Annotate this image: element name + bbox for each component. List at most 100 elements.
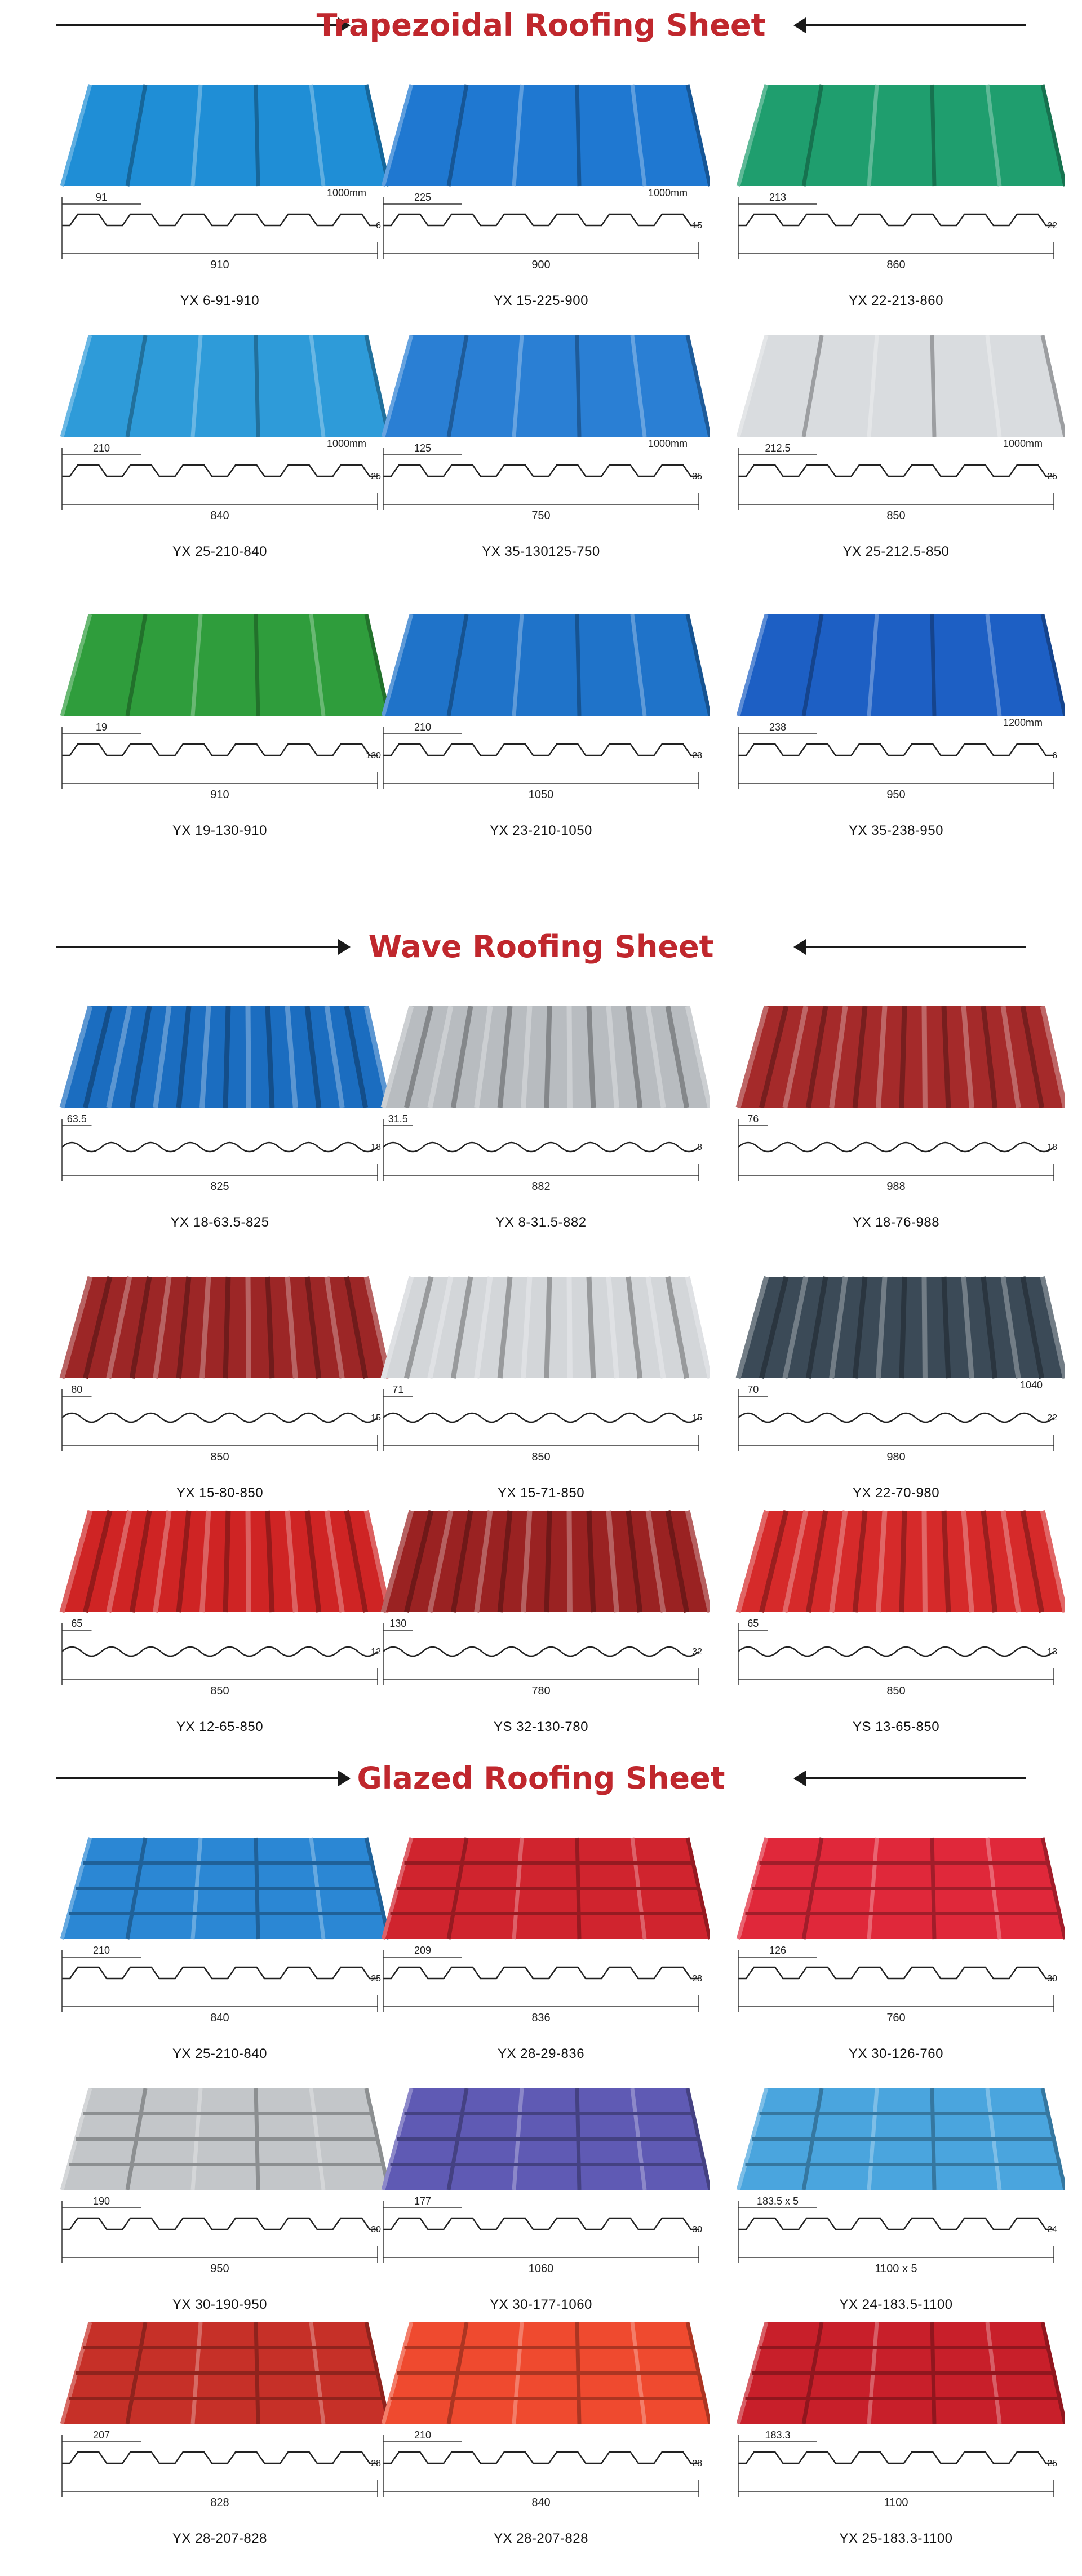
sheet-rib bbox=[665, 1006, 689, 1108]
height-dimension-label: 28 bbox=[692, 1974, 702, 1984]
height-dimension-label: 22 bbox=[1047, 221, 1057, 231]
sheet-rib bbox=[324, 1510, 345, 1613]
cover-width-label: 850 bbox=[886, 1685, 905, 1697]
sheet-rib bbox=[83, 1510, 113, 1613]
pitch-dimension-label: 65 bbox=[747, 1618, 759, 1629]
overall-width-label: 1000mm bbox=[648, 438, 688, 449]
sheet-rib bbox=[59, 1510, 93, 1613]
pitch-dimension-label: 31.5 bbox=[388, 1113, 408, 1125]
sheet-rib bbox=[427, 1276, 454, 1379]
sheet-rib bbox=[626, 1276, 643, 1379]
sheet-rib bbox=[254, 84, 260, 187]
profile-diagram bbox=[383, 2217, 699, 2230]
sheet-panel bbox=[738, 85, 1065, 186]
sheet-rib bbox=[1040, 614, 1065, 716]
cover-width-label: 750 bbox=[531, 510, 550, 522]
sheet-rib bbox=[1040, 1006, 1065, 1108]
sheet-rib bbox=[606, 1510, 619, 1613]
sheet-rib bbox=[852, 1510, 868, 1613]
product-code: YX 25-183.3-1100 bbox=[839, 2531, 953, 2546]
sheet-rib bbox=[380, 1005, 414, 1109]
sheet-rib bbox=[363, 1510, 389, 1613]
arrow-left-icon bbox=[793, 939, 806, 955]
sheet-rib bbox=[685, 1276, 710, 1379]
cover-width-label: 840 bbox=[210, 510, 229, 522]
sheet-rib bbox=[153, 1510, 172, 1613]
sheet-rib bbox=[801, 84, 824, 187]
sheet-rib bbox=[586, 1006, 596, 1108]
sheet-rib bbox=[961, 1276, 974, 1379]
sheet-rib bbox=[930, 335, 937, 437]
sheet-panel bbox=[738, 335, 1065, 437]
sheet-rib bbox=[575, 335, 582, 437]
product-code: YX 28-29-836 bbox=[497, 2046, 585, 2061]
sheet-rib bbox=[1040, 1510, 1065, 1613]
profile-diagram bbox=[383, 1412, 699, 1423]
sheet-rib bbox=[544, 1276, 552, 1379]
profile-diagram bbox=[61, 1646, 378, 1657]
cover-width-label: 825 bbox=[210, 1180, 229, 1193]
sheet-rib bbox=[941, 1276, 951, 1379]
height-dimension-label: 18 bbox=[1047, 1143, 1057, 1152]
cover-width-label: 760 bbox=[886, 2012, 905, 2024]
pitch-dimension-label: 210 bbox=[93, 442, 110, 454]
pitch-dimension-label: 207 bbox=[93, 2429, 110, 2441]
pitch-dimension-label: 19 bbox=[96, 722, 107, 733]
sheet-rib bbox=[685, 1510, 710, 1613]
divider-line-right bbox=[806, 1777, 1026, 1779]
product-code: YX 30-126-760 bbox=[849, 2046, 943, 2061]
sheet-panel bbox=[62, 335, 389, 437]
cover-width-label: 860 bbox=[886, 259, 905, 271]
sheet-rib bbox=[759, 1276, 789, 1379]
height-dimension-label: 12 bbox=[371, 1647, 381, 1657]
sheet-rib bbox=[782, 1006, 809, 1108]
sheet-rib bbox=[899, 1510, 907, 1613]
height-dimension-label: 28 bbox=[371, 2459, 381, 2468]
height-dimension-label: 32 bbox=[692, 1647, 702, 1657]
sheet-rib bbox=[199, 1006, 211, 1108]
profile-diagram bbox=[738, 1141, 1054, 1153]
pitch-dimension-label: 183.5 x 5 bbox=[757, 2196, 799, 2207]
sheet-rib bbox=[735, 1276, 769, 1379]
pitch-dimension-label: 125 bbox=[414, 442, 431, 454]
sheet-rib bbox=[1040, 84, 1065, 187]
sheet-rib bbox=[981, 1276, 998, 1379]
product-code: YX 28-207-828 bbox=[172, 2531, 267, 2546]
sheet-rib bbox=[324, 1006, 345, 1108]
pitch-dimension-label: 210 bbox=[414, 2429, 431, 2441]
product-code: YX 25-212.5-850 bbox=[842, 544, 950, 559]
sheet-rib bbox=[254, 614, 260, 716]
cover-width-label: 1100 bbox=[884, 2497, 908, 2509]
cover-width-label: 910 bbox=[210, 789, 229, 801]
profile-diagram bbox=[738, 464, 1054, 477]
sheet-rib bbox=[512, 335, 524, 437]
sheet-rib bbox=[176, 1510, 192, 1613]
product-code: YX 19-130-910 bbox=[172, 823, 267, 838]
sheet-rib bbox=[782, 1510, 809, 1613]
height-dimension-label: 25 bbox=[1047, 472, 1057, 481]
profile-diagram bbox=[62, 213, 378, 227]
sheet-rib bbox=[521, 1006, 533, 1108]
section-header: Trapezoidal Roofing Sheet bbox=[0, 0, 1082, 51]
sheet-rib bbox=[245, 1510, 251, 1613]
sheet-rib bbox=[129, 1006, 152, 1108]
sheet-rib bbox=[521, 1276, 533, 1379]
height-dimension-label: 22 bbox=[1047, 1413, 1057, 1423]
sheet-rib bbox=[190, 84, 203, 187]
sheet-rib bbox=[83, 1276, 113, 1379]
sheet-rib bbox=[829, 1006, 848, 1108]
profile-diagram bbox=[62, 743, 378, 756]
